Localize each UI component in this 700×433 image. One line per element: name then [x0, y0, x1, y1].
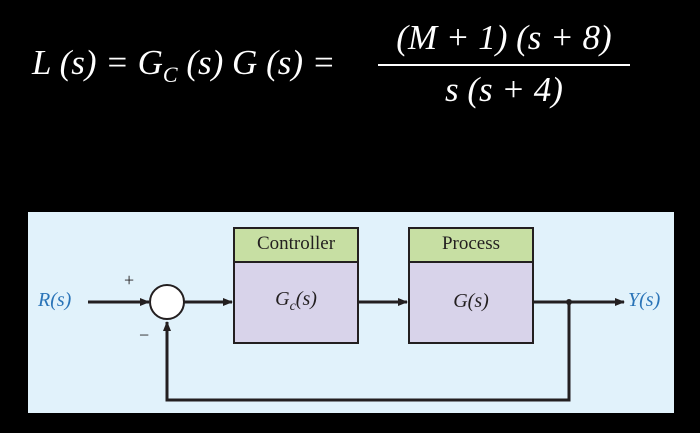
controller-tf-main: G [275, 288, 290, 310]
equation-lhs-text: L (s) = G [32, 43, 163, 82]
equation-lhs-subscript: C [162, 62, 178, 87]
equation-lhs: L (s) = GC (s) G (s) = [32, 43, 335, 95]
equation-numerator: (M + 1) (s + 8) [396, 18, 612, 57]
controller-transfer-function: Gc(s) [234, 288, 358, 315]
plus-sign: + [124, 270, 135, 290]
controller-header: Controller [256, 233, 336, 254]
controller-header-box [233, 227, 359, 263]
feedback-block-diagram: Controller Process Gc(s) G(s) R(s) Y(s) … [28, 212, 674, 413]
feedback-path [163, 302, 571, 402]
fraction-bar [378, 64, 630, 66]
controller-tf-arg: (s) [295, 288, 317, 310]
input-signal-label: R(s) [38, 289, 72, 311]
controller-tf-subscript: c [289, 299, 296, 314]
minus-sign: − [139, 325, 150, 345]
process-header: Process [441, 233, 501, 254]
summing-junction [149, 284, 185, 320]
diagram-lines [88, 227, 625, 402]
output-signal-label: Y(s) [628, 289, 661, 311]
open-loop-transfer-equation: L (s) = GC (s) G (s) = (M + 1) (s + 8) s… [0, 0, 700, 120]
equation-lhs-rest: (s) G (s) = [177, 43, 336, 82]
process-transfer-function: G(s) [453, 290, 489, 312]
controller-block [233, 261, 359, 344]
equation-denominator: s (s + 4) [445, 70, 563, 109]
